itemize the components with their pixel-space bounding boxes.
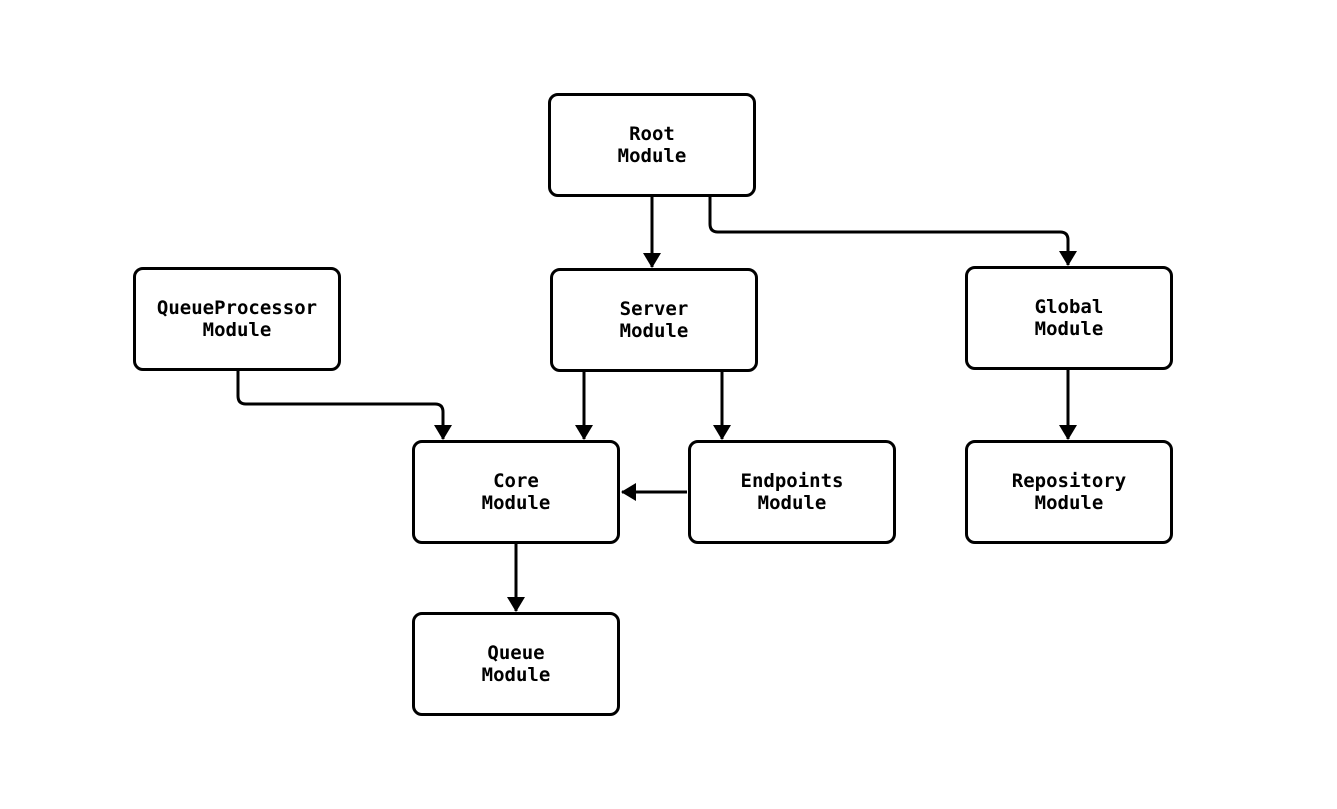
node-label: Endpoints Module: [740, 470, 844, 514]
node-label: Queue Module: [481, 642, 551, 686]
node-label: Root Module: [617, 123, 687, 167]
node-label: Core Module: [481, 470, 551, 514]
node-label: Repository Module: [1011, 470, 1127, 514]
node-label: Server Module: [619, 298, 689, 342]
node-label: QueueProcessor Module: [156, 297, 318, 341]
node-queue-module: Queue Module: [412, 612, 620, 716]
edge-root-to-global: [708, 197, 1077, 266]
node-root-module: Root Module: [548, 93, 756, 197]
node-global-module: Global Module: [965, 266, 1173, 370]
node-repository-module: Repository Module: [965, 440, 1173, 544]
node-endpoints-module: Endpoints Module: [688, 440, 896, 544]
node-queueprocessor-module: QueueProcessor Module: [133, 267, 341, 371]
node-server-module: Server Module: [550, 268, 758, 372]
node-label: Global Module: [1034, 296, 1104, 340]
node-core-module: Core Module: [412, 440, 620, 544]
edge-queueprocessor-to-core: [236, 370, 452, 440]
